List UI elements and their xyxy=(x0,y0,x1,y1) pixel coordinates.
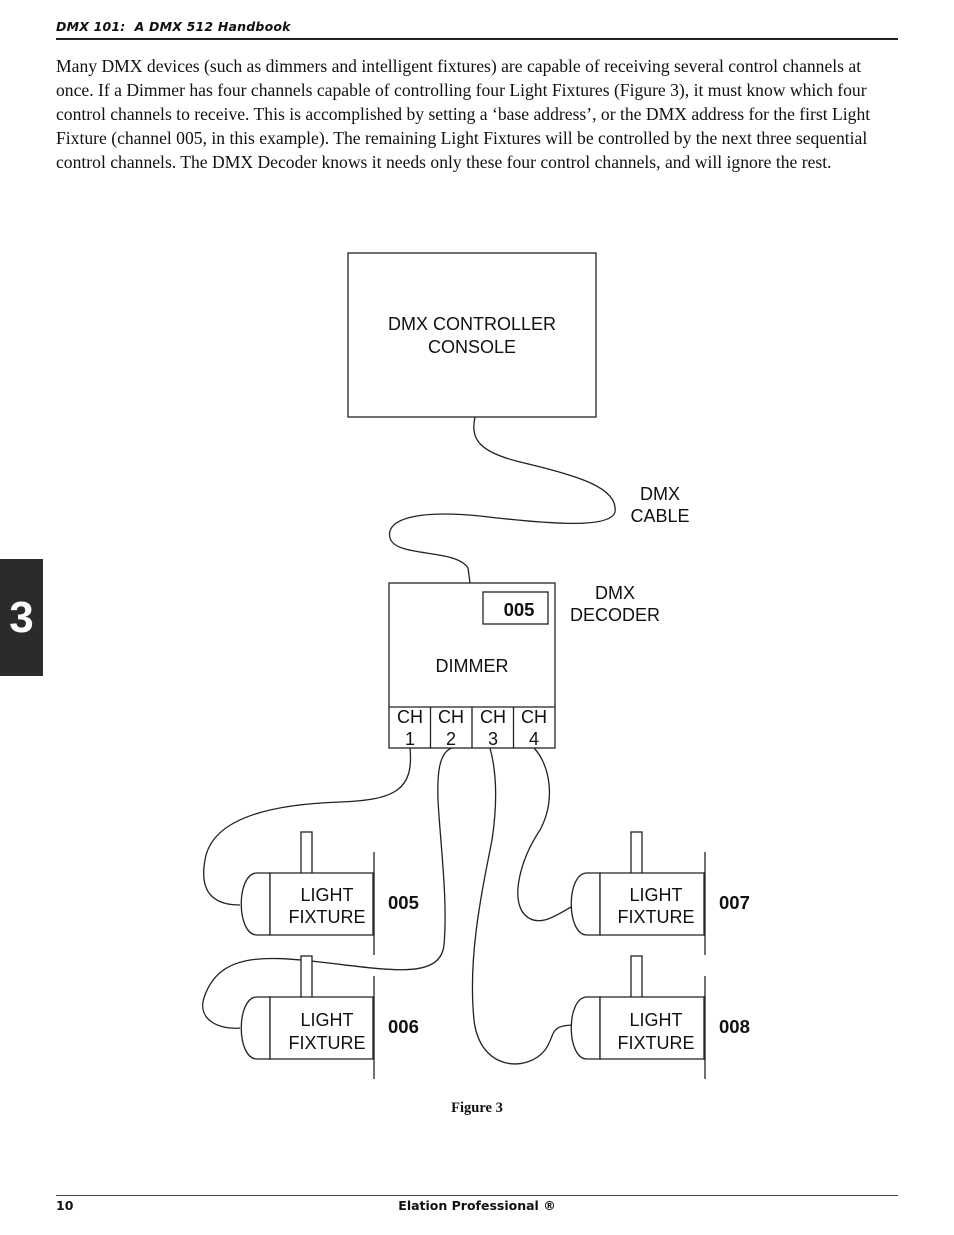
page-number: 10 xyxy=(56,1198,74,1213)
body-paragraph: Many DMX devices (such as dimmers and in… xyxy=(56,56,871,172)
dimmer-label: DIMMER xyxy=(436,656,509,676)
channel-2-label-num: 2 xyxy=(446,729,456,749)
fixture-lens xyxy=(240,996,271,1060)
channel-1-cable xyxy=(203,747,412,906)
channel-3-label-num: 3 xyxy=(488,729,498,749)
cable-label-line2: CABLE xyxy=(630,506,689,526)
fixture-body xyxy=(599,996,705,1060)
dimmer-address: 005 xyxy=(504,599,535,620)
header-rule xyxy=(56,38,898,40)
channel-2-cable xyxy=(202,747,453,1029)
fixture-body xyxy=(269,872,374,936)
figure-caption: Figure 3 xyxy=(451,1100,503,1116)
dmx-cable xyxy=(388,416,616,584)
fixture-lens xyxy=(570,872,601,936)
fixture-1-label-line2: FIXTURE xyxy=(288,907,365,927)
cable-label-line1: DMX xyxy=(640,484,680,504)
light-fixture-008: LIGHT FIXTURE 008 xyxy=(570,955,750,1079)
chapter-number: 3 xyxy=(9,592,34,642)
fixture-3-address: 007 xyxy=(719,892,750,913)
controller-box xyxy=(347,252,597,418)
channel-3-cable xyxy=(471,747,576,1065)
fixture-2-address: 006 xyxy=(388,1016,419,1037)
channel-3-label-top: CH xyxy=(480,707,506,727)
decoder-label-line2: DECODER xyxy=(570,605,660,625)
fixture-3-label-line2: FIXTURE xyxy=(617,907,694,927)
fixture-4-label-line1: LIGHT xyxy=(629,1010,682,1030)
channel-1-label-top: CH xyxy=(397,707,423,727)
fixture-1-address: 005 xyxy=(388,892,419,913)
controller-label-line1: DMX CONTROLLER xyxy=(388,314,556,334)
footer-rule xyxy=(56,1195,898,1196)
fixture-body xyxy=(269,996,374,1060)
dimmer-address-box xyxy=(482,591,549,625)
fixture-lens xyxy=(570,996,601,1060)
channel-4-label-num: 4 xyxy=(529,729,539,749)
fixture-4-label-line2: FIXTURE xyxy=(617,1033,694,1053)
fixture-2-label-line2: FIXTURE xyxy=(288,1033,365,1053)
channel-4-cable xyxy=(517,747,576,922)
fixture-2-label-line1: LIGHT xyxy=(300,1010,353,1030)
channel-4-label-top: CH xyxy=(521,707,547,727)
fixture-3-label-line1: LIGHT xyxy=(629,885,682,905)
running-header: DMX 101: A DMX 512 Handbook xyxy=(56,19,291,34)
controller-label-line2: CONSOLE xyxy=(428,337,516,357)
light-fixture-007: LIGHT FIXTURE 007 xyxy=(570,831,750,955)
light-fixture-006: LIGHT FIXTURE 006 xyxy=(240,955,419,1079)
chapter-tab: 3 xyxy=(0,559,43,676)
decoder-label-line1: DMX xyxy=(595,583,635,603)
fixture-body xyxy=(599,872,705,936)
fixture-1-label-line1: LIGHT xyxy=(300,885,353,905)
light-fixture-005: LIGHT FIXTURE 005 xyxy=(240,831,419,955)
channel-1-label-num: 1 xyxy=(405,729,415,749)
fixture-lens xyxy=(240,872,271,936)
channel-2-label-top: CH xyxy=(438,707,464,727)
fixture-4-address: 008 xyxy=(719,1016,750,1037)
footer-brand: Elation Professional ® xyxy=(398,1198,556,1213)
